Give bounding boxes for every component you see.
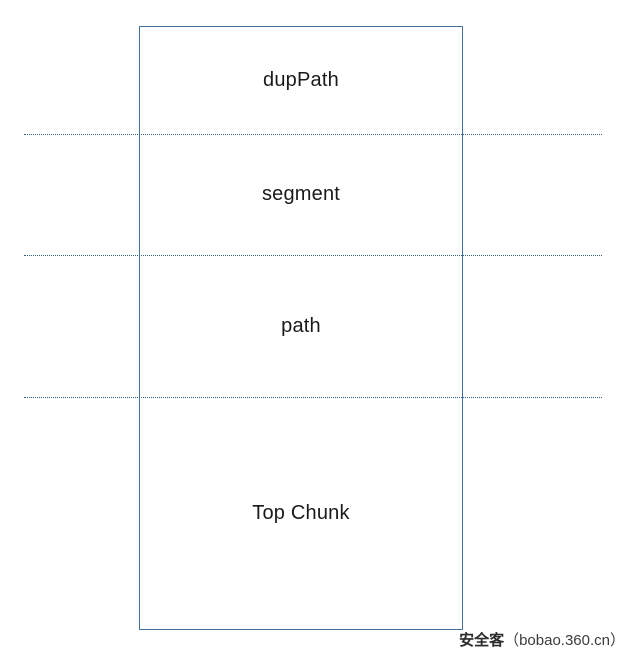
divider-line <box>24 397 602 398</box>
watermark: 安全客（bobao.360.cn） <box>459 629 625 650</box>
section-label: path <box>281 314 321 337</box>
section-segment: segment <box>139 134 463 255</box>
section-path: path <box>139 255 463 397</box>
section-top-chunk: Top Chunk <box>139 397 463 630</box>
watermark-site-url: （bobao.360.cn） <box>504 632 625 649</box>
divider-line <box>24 255 602 256</box>
section-label: segment <box>261 183 341 205</box>
section-label: Top Chunk <box>252 502 350 524</box>
divider-line <box>24 134 602 135</box>
section-duppath: dupPath <box>139 26 463 134</box>
watermark-site-name: 安全客 <box>459 632 505 649</box>
section-label: dupPath <box>263 68 339 91</box>
memory-box <box>139 26 463 630</box>
